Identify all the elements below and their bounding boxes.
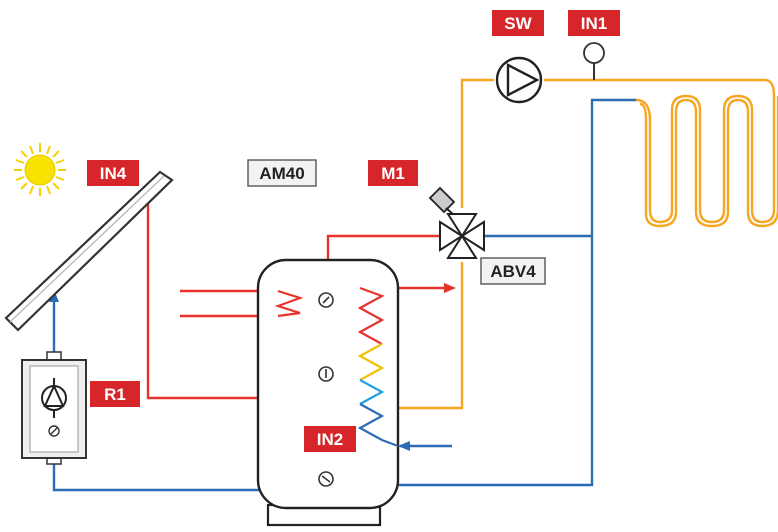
label-in2-text: IN2 — [317, 430, 343, 449]
coil-cyan — [359, 379, 385, 405]
label-r1-text: R1 — [104, 385, 126, 404]
label-in4: IN4 — [87, 160, 139, 186]
return-pipes — [52, 98, 636, 492]
coil-yellow — [357, 343, 385, 381]
floor-heating-coil — [635, 78, 778, 228]
temperature-sensor-icon — [318, 292, 334, 308]
label-am40: AM40 — [247, 159, 317, 187]
label-sw-text: SW — [504, 14, 532, 33]
storage-tank — [256, 258, 400, 527]
three-way-valve-icon — [428, 186, 485, 259]
sun-icon — [14, 143, 66, 196]
pump-icon — [495, 56, 543, 104]
label-abv4-text: ABV4 — [490, 262, 536, 281]
temperature-sensor-icon — [318, 366, 334, 382]
pump-icon — [41, 378, 67, 418]
coil-blue — [357, 403, 399, 448]
temperature-sensor-icon — [48, 425, 60, 437]
label-in1: IN1 — [568, 10, 620, 36]
solar-collector — [4, 170, 174, 332]
temperature-sensor-icon — [318, 471, 334, 487]
label-sw: SW — [492, 10, 544, 36]
label-in1-text: IN1 — [581, 14, 607, 33]
label-r1: R1 — [90, 381, 140, 407]
coil-red — [357, 286, 385, 345]
label-m1-text: M1 — [381, 164, 405, 183]
pump-station — [21, 351, 87, 465]
temperature-sensor-icon — [583, 42, 605, 80]
label-abv4: ABV4 — [480, 257, 546, 285]
label-in4-text: IN4 — [100, 164, 127, 183]
label-in2: IN2 — [304, 426, 356, 452]
label-am40-text: AM40 — [259, 164, 304, 183]
heating-pipes — [398, 78, 765, 410]
label-m1: M1 — [368, 160, 418, 186]
